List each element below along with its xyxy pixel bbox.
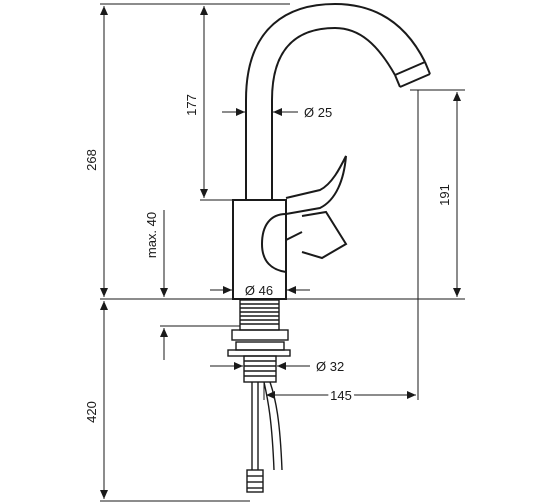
dim-diameter-32: Ø 32 xyxy=(316,359,344,374)
flex-hoses xyxy=(246,381,283,493)
dim-diameter-25: Ø 25 xyxy=(304,105,332,120)
dim-177: 177 xyxy=(184,94,199,116)
dimension-lines xyxy=(100,6,461,499)
extension-lines xyxy=(100,3,465,502)
dim-420: 420 xyxy=(84,401,99,423)
dim-191: 191 xyxy=(437,184,452,206)
dim-diameter-46: Ø 46 xyxy=(245,283,273,298)
dim-max-40: max. 40 xyxy=(144,212,159,258)
threaded-shank xyxy=(227,299,291,383)
dim-145: 145 xyxy=(330,388,352,403)
faucet-body xyxy=(232,2,431,300)
dim-268: 268 xyxy=(84,149,99,171)
